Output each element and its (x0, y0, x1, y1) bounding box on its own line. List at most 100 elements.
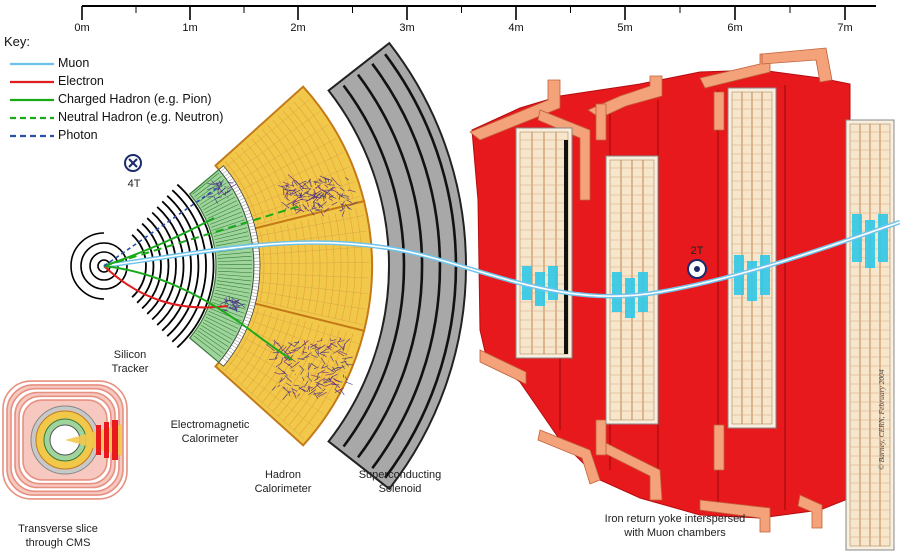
hadron-shower-upper (309, 209, 315, 216)
iron-return-yoke (469, 47, 895, 551)
preshower-strip (222, 357, 228, 362)
hadron-shower-upper (285, 197, 290, 202)
hadron-shower-upper (286, 199, 296, 206)
hadron-shower-lower (322, 380, 332, 384)
ecal-shower-lower (235, 302, 239, 305)
preshower-strip (252, 247, 259, 249)
ecal-shower-lower (231, 299, 240, 307)
ecal-crystal (207, 204, 239, 219)
hadron-shower-upper (321, 189, 328, 194)
key-item-photon: Photon (58, 128, 98, 142)
hadron-shower-lower (283, 348, 288, 355)
hadron-shower-upper (315, 209, 323, 212)
hadron-shower-upper (337, 184, 341, 187)
preshower-strip (252, 283, 259, 285)
hadron-shower-upper (313, 189, 317, 195)
hadron-shower-upper (339, 193, 341, 200)
hadron-shower-lower (321, 371, 329, 374)
scale-tick-2m: 2m (290, 22, 306, 34)
hadron-shower-upper (304, 207, 307, 210)
hadron-shower-lower (315, 383, 322, 390)
solenoid-coil (371, 63, 442, 469)
hcal-absorber (277, 326, 327, 417)
hadron-shower-upper (326, 186, 334, 193)
hadron-shower-lower (265, 344, 275, 352)
ecal-shower-upper (211, 180, 215, 185)
hadron-shower-lower (343, 344, 346, 349)
hadron-shower-lower (320, 357, 326, 365)
hadron-shower-lower (273, 341, 276, 346)
muon-chamber-hit (612, 272, 622, 312)
yoke-edge (587, 75, 663, 119)
yoke-edge (537, 109, 591, 201)
hadron-shower-upper (299, 204, 301, 209)
hcal-absorber (251, 317, 293, 394)
hadron-shower-lower (283, 356, 287, 360)
hadron-shower-lower (344, 381, 353, 385)
hadron-shower-upper (337, 193, 345, 199)
hadron-shower-lower (315, 350, 320, 357)
hadron-shower-lower (273, 339, 280, 347)
hadron-shower-upper (328, 195, 337, 199)
hadron-shower-upper (306, 178, 311, 184)
preshower-strip (250, 298, 257, 301)
hadron-shower-lower (283, 386, 286, 389)
hcal-absorber (299, 333, 354, 435)
hadron-shower-upper (331, 177, 339, 185)
ecal-shower-upper (215, 183, 223, 187)
hadron-shower-upper (295, 210, 301, 214)
hcal-tower (247, 166, 350, 209)
hadron-shower-lower (317, 377, 326, 384)
hadron-shower-lower (313, 366, 319, 370)
hadron-shower-upper (313, 201, 315, 208)
hadron-shower-upper (290, 188, 296, 195)
hcal-tower (239, 138, 337, 192)
preshower-strip (237, 194, 244, 199)
hadron-shower-upper (307, 202, 309, 208)
ecal-crystal (211, 215, 244, 228)
preshower-strip (242, 206, 249, 210)
tracker-layer (151, 211, 177, 321)
photon-track (103, 185, 221, 267)
hadron-shower-lower (288, 392, 291, 397)
key-item-neutral-hadron: Neutral Hadron (e.g. Neutron) (58, 110, 224, 124)
ecal-shower-lower (223, 298, 230, 306)
preshower-strip (250, 231, 257, 234)
hadron-shower-lower (271, 386, 276, 391)
hadron-shower-lower (302, 388, 307, 393)
hadron-shower-lower (342, 358, 346, 360)
hadron-shower-lower (317, 344, 326, 351)
hadron-shower-lower (287, 363, 292, 366)
hadron-shower-upper (292, 181, 294, 188)
hcal-tower (221, 367, 305, 440)
preshower-strip (253, 279, 260, 281)
ecal-crystal (217, 251, 252, 256)
ecal-crystal (215, 289, 249, 298)
hadron-shower-upper (312, 207, 321, 211)
hadron-shower-lower (331, 366, 339, 371)
hadron-shower-upper (300, 199, 308, 201)
hcal-absorber (334, 213, 342, 319)
ecal-shower-lower (228, 306, 238, 311)
ecal-crystal (195, 333, 224, 354)
field-cross-icon (128, 158, 138, 168)
hadron-shower-upper (346, 199, 352, 204)
preshower-strip (236, 192, 242, 196)
preshower-strip (247, 222, 254, 225)
hadron-shower-lower (288, 342, 296, 348)
hadron-shower-upper (325, 177, 333, 181)
hcal-tower (256, 215, 365, 237)
preshower-strip (252, 289, 259, 291)
ecal-shower-lower (227, 299, 234, 303)
hadron-shower-lower (300, 369, 304, 375)
neutral-hadron-track (103, 205, 301, 267)
scale-tick-3m: 3m (399, 22, 415, 34)
hcal-absorber (348, 210, 356, 322)
ecal-crystal (212, 219, 245, 231)
hadron-shower-upper (287, 192, 291, 196)
hadron-shower-lower (286, 382, 292, 387)
hadron-shower-lower (302, 348, 305, 356)
hadron-shower-upper (304, 192, 312, 196)
